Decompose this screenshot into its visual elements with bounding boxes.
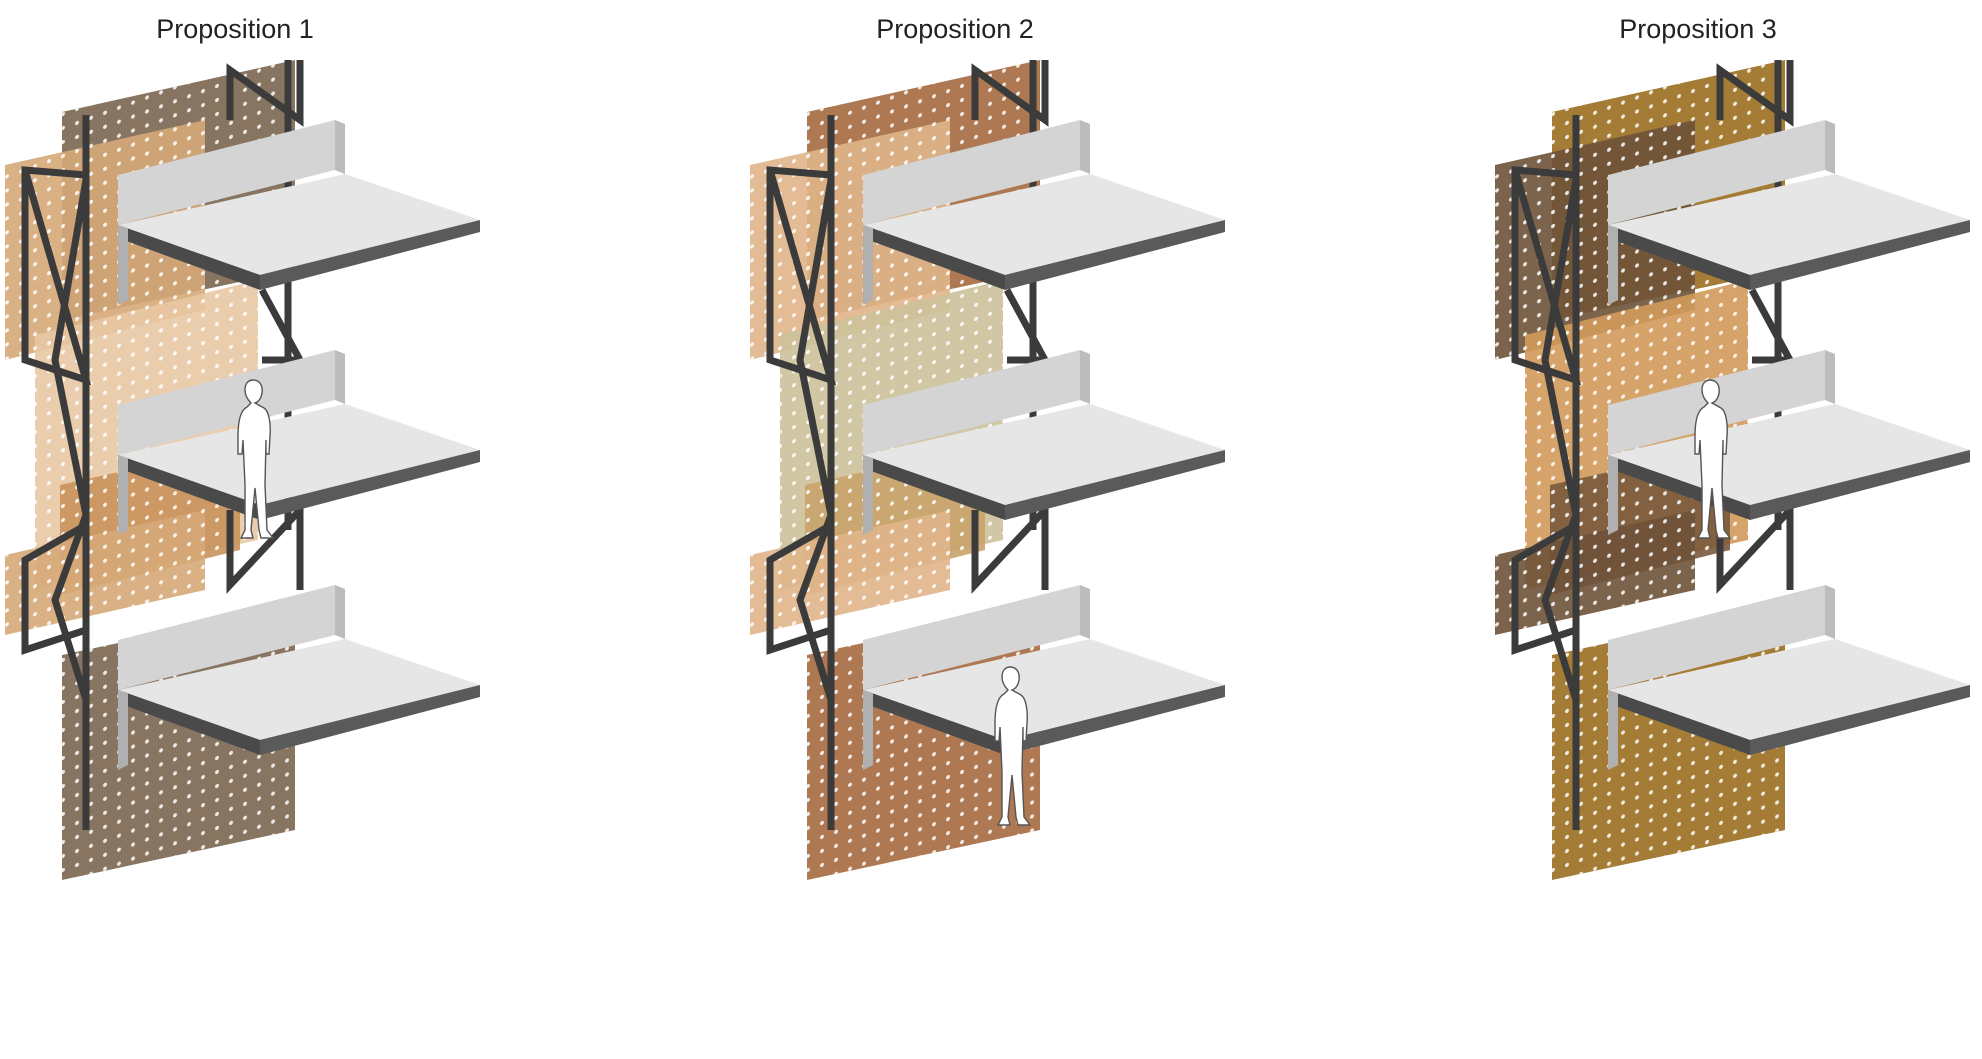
bracing-top bbox=[1716, 60, 1794, 127]
slab-edge-front bbox=[1608, 690, 1750, 755]
slab-top bbox=[1608, 174, 1970, 275]
slab-support bbox=[1608, 225, 1618, 305]
balcony-wall bbox=[863, 585, 1080, 690]
slab-edge-front bbox=[118, 690, 260, 755]
proposition-1-drawing bbox=[5, 60, 480, 880]
bracing-left-lower bbox=[21, 521, 88, 655]
slab-support bbox=[863, 225, 873, 305]
balcony-wall bbox=[1608, 350, 1825, 455]
person-silhouette bbox=[237, 379, 275, 539]
balcony-wall-side bbox=[1080, 120, 1090, 174]
slab-edge-side bbox=[260, 685, 480, 755]
slab-edge-side bbox=[1005, 685, 1225, 755]
slab-top bbox=[118, 174, 480, 275]
slab-edge-side bbox=[260, 220, 480, 290]
slab-edge-side bbox=[1750, 450, 1970, 520]
balcony-wall bbox=[1608, 120, 1825, 225]
slab-edge-front bbox=[118, 455, 260, 520]
slab-support bbox=[118, 690, 128, 770]
bracing-mid-lower bbox=[971, 501, 1049, 594]
slab-support bbox=[1608, 690, 1618, 770]
bracing-vertical-zigzag bbox=[1541, 179, 1580, 702]
slab-edge-front bbox=[118, 225, 260, 290]
proposition-1-title: Proposition 1 bbox=[156, 14, 314, 44]
person-silhouette bbox=[1694, 379, 1732, 539]
slab-support bbox=[118, 455, 128, 535]
slab-edge-front bbox=[1608, 225, 1750, 290]
bracing-left-lower bbox=[766, 521, 833, 655]
slab-edge-front bbox=[863, 690, 1005, 755]
balcony-wall bbox=[118, 350, 335, 455]
slab-top bbox=[1608, 639, 1970, 740]
slab-support bbox=[1608, 455, 1618, 535]
slab-edge-front bbox=[863, 225, 1005, 290]
bracing-top bbox=[971, 60, 1049, 127]
person-figure bbox=[237, 379, 275, 539]
person-figure bbox=[1694, 379, 1732, 539]
balcony-slab-2 bbox=[863, 350, 1225, 535]
balcony-slab-3 bbox=[118, 585, 480, 770]
person-figure bbox=[994, 666, 1032, 826]
balcony-wall bbox=[863, 350, 1080, 455]
slab-top bbox=[863, 404, 1225, 505]
proposition-2-title: Proposition 2 bbox=[876, 14, 1034, 44]
slab-top bbox=[118, 404, 480, 505]
slab-top bbox=[863, 639, 1225, 740]
slab-support bbox=[863, 690, 873, 770]
slab-edge-side bbox=[260, 450, 480, 520]
proposition-3-title: Proposition 3 bbox=[1619, 14, 1777, 44]
balcony-slab-1 bbox=[118, 120, 480, 305]
proposition-2-drawing bbox=[750, 60, 1225, 880]
slab-support bbox=[863, 455, 873, 535]
bracing-left-lower bbox=[1511, 521, 1578, 655]
slab-top bbox=[1608, 404, 1970, 505]
balcony-wall-side bbox=[1080, 350, 1090, 404]
slab-edge-side bbox=[1750, 685, 1970, 755]
slab-edge-side bbox=[1005, 450, 1225, 520]
balcony-wall bbox=[1608, 585, 1825, 690]
balcony-wall-side bbox=[1825, 585, 1835, 639]
bracing-mid-lower bbox=[226, 501, 304, 594]
proposition-3-drawing bbox=[1495, 60, 1970, 880]
balcony-wall-side bbox=[1825, 350, 1835, 404]
bracing-top bbox=[226, 60, 304, 127]
slab-edge-side bbox=[1005, 220, 1225, 290]
balcony-wall-side bbox=[1080, 585, 1090, 639]
bracing-mid-upper bbox=[1003, 288, 1051, 364]
bracing-vertical-zigzag bbox=[796, 179, 835, 702]
slab-support bbox=[118, 225, 128, 305]
balcony-wall-side bbox=[335, 120, 345, 174]
balcony-slab-1 bbox=[1608, 120, 1970, 305]
balcony-slab-2 bbox=[118, 350, 480, 535]
slab-top bbox=[863, 174, 1225, 275]
bracing-vertical-zigzag bbox=[51, 179, 90, 702]
balcony-slab-1 bbox=[863, 120, 1225, 305]
bracing-mid-upper bbox=[258, 288, 306, 364]
slab-top bbox=[118, 639, 480, 740]
balcony-wall bbox=[118, 585, 335, 690]
slab-edge-side bbox=[1750, 220, 1970, 290]
slab-edge-front bbox=[863, 455, 1005, 520]
balcony-wall bbox=[118, 120, 335, 225]
balcony-wall-side bbox=[335, 350, 345, 404]
person-silhouette bbox=[994, 666, 1032, 826]
bracing-mid-upper bbox=[1748, 288, 1796, 364]
balcony-slab-3 bbox=[1608, 585, 1970, 770]
balcony-slab-2 bbox=[1608, 350, 1970, 535]
balcony-wall bbox=[863, 120, 1080, 225]
balcony-slab-3 bbox=[863, 585, 1225, 770]
balcony-wall-side bbox=[335, 585, 345, 639]
bracing-mid-lower bbox=[1716, 501, 1794, 594]
balcony-wall-side bbox=[1825, 120, 1835, 174]
